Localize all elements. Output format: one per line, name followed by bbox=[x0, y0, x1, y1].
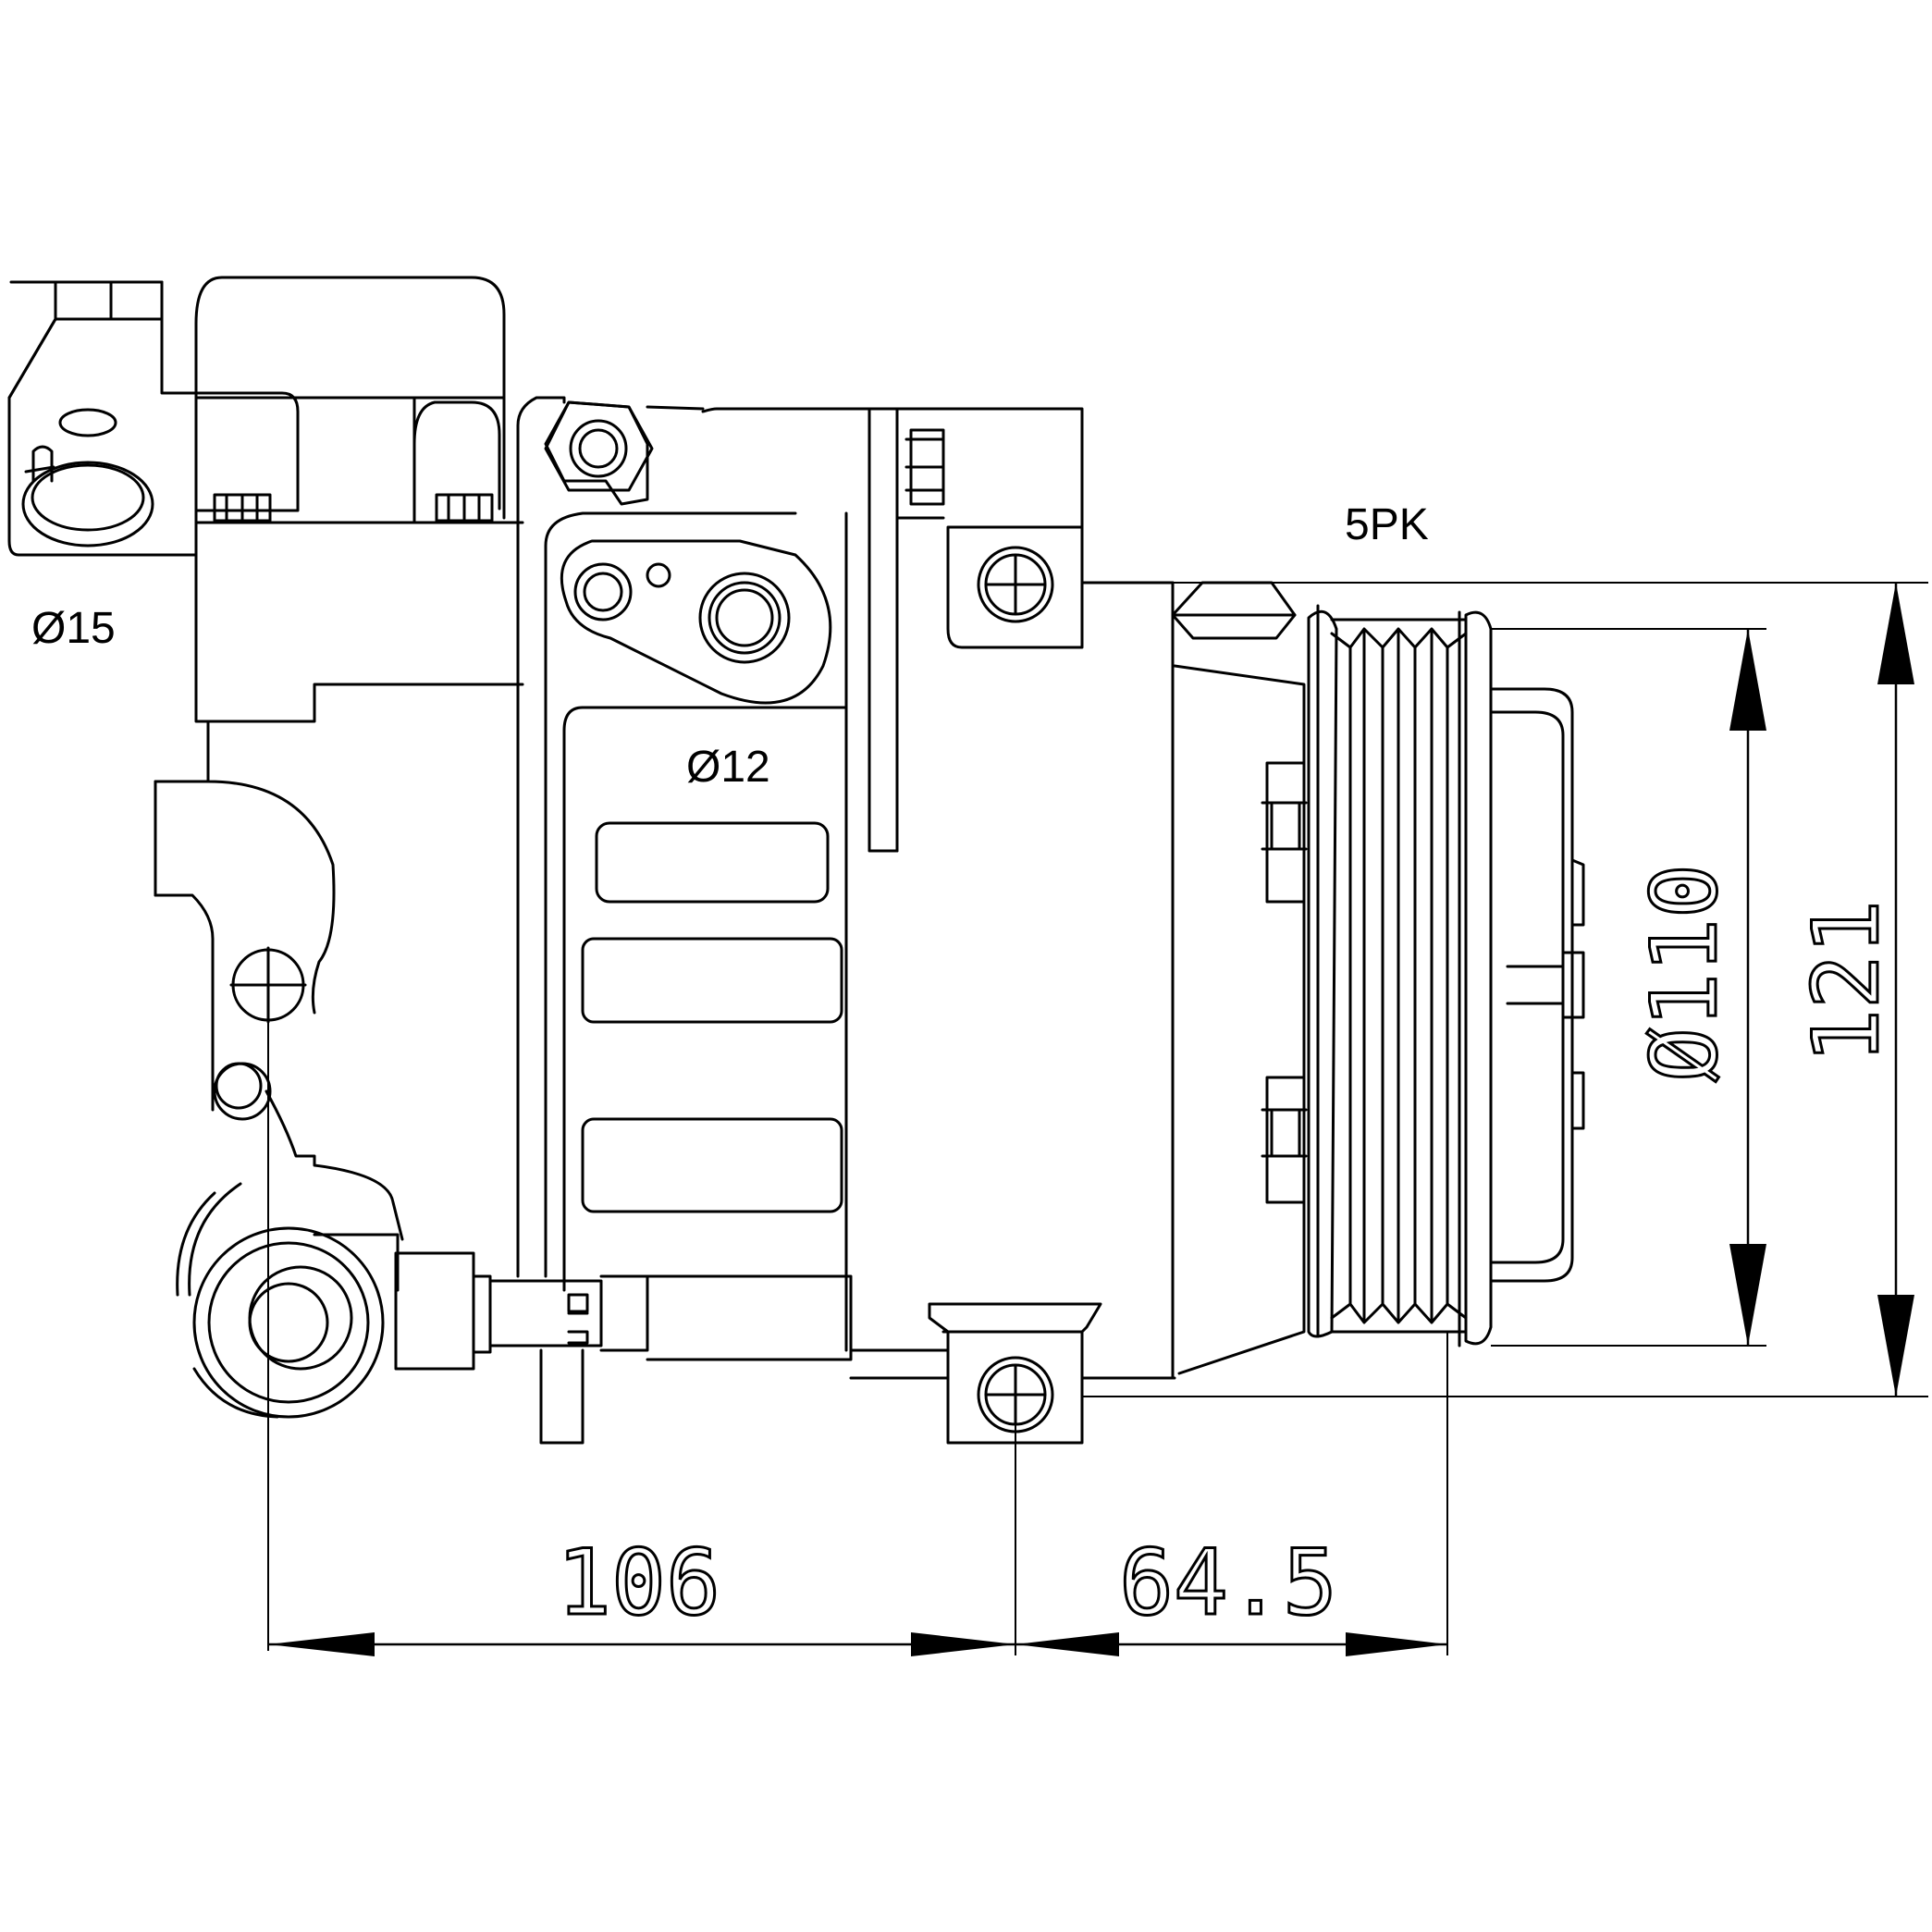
dim-106 bbox=[268, 1632, 1015, 1656]
port-12-circle bbox=[698, 572, 791, 664]
lower-right-bracket bbox=[849, 1302, 1102, 1445]
lower-eye-outer bbox=[192, 1226, 385, 1419]
pulley bbox=[1307, 604, 1493, 1347]
dim-64-5 bbox=[1015, 1632, 1447, 1656]
discharge-port-plate bbox=[560, 539, 832, 705]
upper-right-bracket bbox=[904, 428, 1084, 649]
dim-diameter-110 bbox=[1729, 629, 1766, 1346]
port-15-label: Ø15 bbox=[31, 604, 116, 653]
dim-121-text: 121 bbox=[1794, 900, 1900, 1064]
body-panels bbox=[581, 821, 843, 1213]
extension-lines bbox=[267, 582, 1928, 1655]
clutch-connector bbox=[394, 1251, 853, 1445]
left-mount-ear bbox=[154, 720, 404, 1241]
dim-110-text: Ø110 bbox=[1632, 864, 1738, 1082]
dim-121 bbox=[1877, 583, 1914, 1397]
clutch-hub bbox=[1489, 687, 1585, 1283]
dim-106-text: 106 bbox=[557, 1531, 720, 1636]
lower-mount-eye bbox=[176, 1182, 400, 1419]
dim-64-5-text: 64.5 bbox=[1119, 1531, 1337, 1636]
clutch-housing bbox=[1080, 581, 1308, 1380]
port-15-circle bbox=[21, 461, 154, 548]
belt-label: 5PK bbox=[1345, 500, 1429, 549]
upper-bolt bbox=[977, 546, 1054, 623]
port-12-label: Ø12 bbox=[686, 743, 770, 792]
rear-housing bbox=[194, 276, 524, 723]
suction-manifold bbox=[7, 280, 300, 557]
hex-fitting bbox=[544, 400, 705, 506]
